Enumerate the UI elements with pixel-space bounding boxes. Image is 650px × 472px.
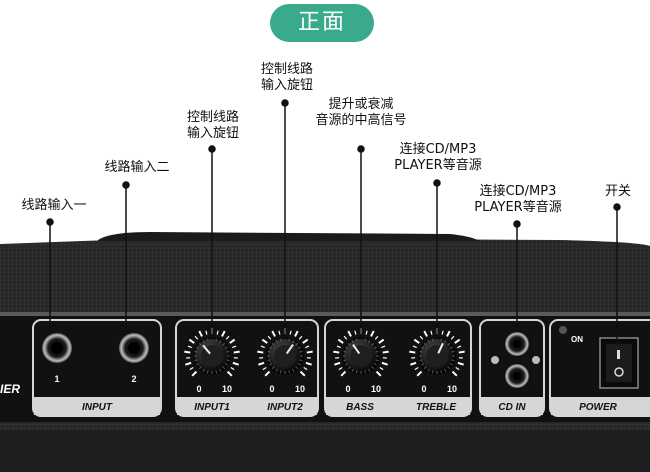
screw-left [491, 356, 499, 364]
input2-knob-scale-max: 10 [295, 384, 305, 394]
label-input2: INPUT2 [267, 402, 303, 413]
input-section-label: INPUT [82, 402, 113, 413]
annotation-line-in-2: 线路输入二 [104, 160, 170, 175]
handle [98, 232, 480, 241]
screw-right [532, 356, 540, 364]
label-cd-in: CD IN [498, 402, 526, 413]
label-bass: BASS [346, 402, 374, 413]
annotation-power-switch: 开关 [604, 184, 631, 199]
power-led [559, 326, 567, 334]
input1-knob-scale-min: 0 [196, 384, 201, 394]
annotation-cd-in-source: 连接CD/MP3 PLAYER等音源 [474, 184, 562, 215]
tone-section [324, 319, 472, 417]
input2-knob-scale-min: 0 [269, 384, 274, 394]
knob-scale-labels: 0 10 0 10 0 10 0 10 [196, 384, 457, 394]
treble-knob-scale-min: 0 [421, 384, 426, 394]
callout-lines [46, 99, 621, 345]
label-on: ON [571, 335, 583, 344]
label-power: POWER [579, 402, 618, 413]
annotation-treble-source: 连接CD/MP3 PLAYER等音源 [394, 142, 482, 173]
cd-in-section: CD IN [479, 319, 545, 417]
annotation-line-in-1: 线路输入一 [21, 198, 87, 213]
input1-knob-scale-max: 10 [222, 384, 232, 394]
annotation-input1-knob: 控制线路 输入旋钮 [186, 110, 239, 141]
volume-section [175, 319, 319, 417]
input2-knob[interactable] [257, 328, 313, 377]
treble-knob[interactable] [409, 328, 465, 377]
annotation-bass-treble: 提升或衰减 音源的中高信号 [315, 97, 407, 128]
annotation-input2-knob: 控制线路 输入旋钮 [260, 62, 313, 93]
power-section: POWER ON [549, 319, 650, 417]
input-section: INPUT 1 2 [32, 319, 162, 417]
treble-knob-scale-max: 10 [447, 384, 457, 394]
front-view-badge: 正面 [270, 4, 374, 42]
bass-knob-scale-max: 10 [371, 384, 381, 394]
bass-knob-scale-min: 0 [345, 384, 350, 394]
jack-number-2: 2 [131, 374, 136, 384]
label-treble: TREBLE [416, 402, 456, 413]
input1-knob[interactable] [184, 328, 240, 377]
brand-fragment: IER [0, 382, 20, 396]
jack-number-1: 1 [54, 374, 59, 384]
label-input1: INPUT1 [194, 402, 230, 413]
